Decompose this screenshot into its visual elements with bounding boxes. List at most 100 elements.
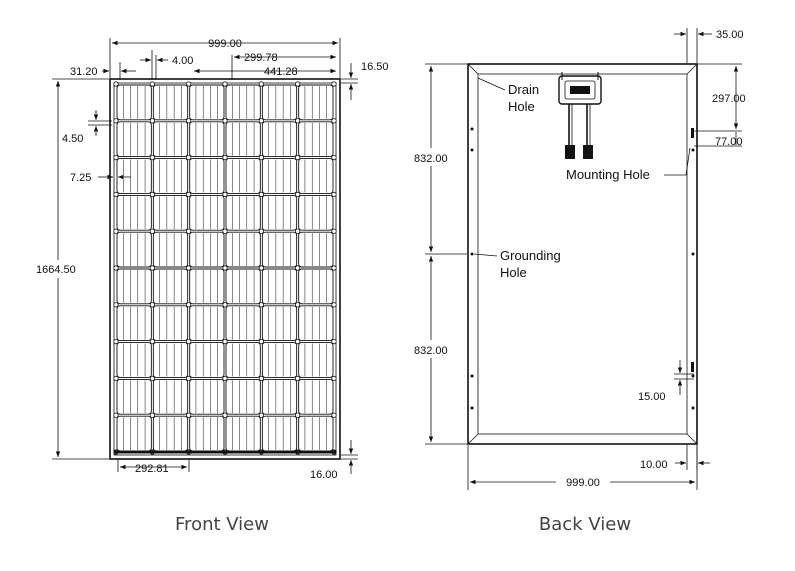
dim-35: 35.00 bbox=[716, 29, 744, 41]
solar-cell bbox=[116, 158, 152, 194]
solar-cell bbox=[298, 231, 334, 268]
solar-cell bbox=[189, 158, 225, 194]
cell-corner-node bbox=[149, 228, 155, 234]
label-drain-hole-1: Drain bbox=[508, 82, 539, 97]
solar-cell bbox=[116, 121, 152, 158]
cell-corner-node bbox=[331, 228, 337, 234]
frame-corner bbox=[686, 63, 698, 75]
front-frame-outer bbox=[109, 78, 341, 460]
cell-corner-node bbox=[258, 265, 264, 271]
solar-cell bbox=[152, 158, 189, 194]
cell-corner-node bbox=[258, 118, 264, 124]
solar-cell bbox=[225, 194, 261, 231]
cell-corner-node bbox=[258, 375, 264, 381]
cell-corner-node bbox=[222, 228, 228, 234]
cell-corner-node bbox=[295, 302, 301, 308]
back-view-caption: Back View bbox=[539, 514, 631, 535]
solar-cell bbox=[225, 342, 261, 378]
cell-corner-node bbox=[113, 155, 119, 161]
cell-corner-node bbox=[113, 302, 119, 308]
solar-cell bbox=[116, 415, 152, 452]
dim-832-upper: 832.00 bbox=[414, 153, 448, 165]
solar-cell bbox=[152, 84, 189, 121]
dim-31: 31.20 bbox=[70, 66, 98, 78]
solar-cell bbox=[152, 231, 189, 268]
cell-corner-node bbox=[113, 412, 119, 418]
cell-corner-node bbox=[186, 302, 192, 308]
frame-corner bbox=[467, 63, 479, 75]
solar-cell bbox=[225, 158, 261, 194]
cell-corner-node bbox=[295, 118, 301, 124]
dim-back-width: 999.00 bbox=[566, 477, 600, 489]
cell-corner-node bbox=[295, 265, 301, 271]
solar-cell bbox=[189, 305, 225, 342]
frame-corner bbox=[467, 433, 479, 445]
cell-corner-node bbox=[331, 191, 337, 197]
dim-297: 297.00 bbox=[712, 93, 746, 105]
cell-corner-node bbox=[186, 412, 192, 418]
solar-cell bbox=[261, 231, 298, 268]
cell-corner-node bbox=[186, 265, 192, 271]
cell-corner-node bbox=[186, 118, 192, 124]
cell-corner-node bbox=[186, 191, 192, 197]
cell-corner-node bbox=[258, 155, 264, 161]
solar-cell bbox=[116, 305, 152, 342]
label-mounting-hole: Mounting Hole bbox=[566, 167, 650, 182]
solar-cell bbox=[261, 305, 298, 342]
solar-cell bbox=[261, 158, 298, 194]
solar-cell bbox=[225, 378, 261, 415]
dim-292: 292.81 bbox=[135, 463, 169, 475]
solar-cell bbox=[261, 194, 298, 231]
solar-cell bbox=[152, 378, 189, 415]
solar-cell bbox=[298, 121, 334, 158]
dim-gap-4: 4.00 bbox=[172, 55, 193, 67]
cell-corner-node bbox=[149, 302, 155, 308]
leader-drain bbox=[477, 77, 506, 91]
solar-cell bbox=[152, 194, 189, 231]
frame-corner bbox=[686, 433, 698, 445]
cell-corner-node bbox=[113, 228, 119, 234]
cell-corner-node bbox=[222, 338, 228, 345]
dim-832-lower: 832.00 bbox=[414, 345, 448, 357]
solar-cell bbox=[225, 84, 261, 121]
leader-grounding bbox=[473, 253, 498, 257]
cell-corner-node bbox=[295, 375, 301, 381]
solar-cell bbox=[189, 268, 225, 305]
cell-corner-node bbox=[149, 338, 155, 345]
solar-cell bbox=[152, 305, 189, 342]
solar-cell bbox=[189, 378, 225, 415]
cell-corner-node bbox=[331, 155, 337, 161]
cell-corner-node bbox=[258, 81, 264, 87]
back-frame-outer bbox=[467, 63, 698, 445]
cell-corner-node bbox=[258, 412, 264, 418]
dim-4-50: 4.50 bbox=[62, 133, 83, 145]
solar-cell bbox=[152, 415, 189, 452]
cell-corner-node bbox=[149, 118, 155, 124]
solar-cell bbox=[298, 158, 334, 194]
cell-corner-node bbox=[222, 375, 228, 381]
back-view: Drain Hole Mounting Hole Grounding Hole … bbox=[414, 28, 746, 535]
cell-corner-node bbox=[295, 81, 301, 87]
solar-cell bbox=[189, 84, 225, 121]
solar-cell bbox=[116, 342, 152, 378]
cell-corner-node bbox=[331, 375, 337, 381]
cell-corner-node bbox=[186, 338, 192, 345]
cell-corner-node bbox=[222, 155, 228, 161]
solar-cell bbox=[261, 378, 298, 415]
solar-cell bbox=[261, 342, 298, 378]
cell-corner-node bbox=[113, 375, 119, 381]
cell-corner-node bbox=[113, 191, 119, 197]
cell-corner-node bbox=[331, 412, 337, 418]
solar-cell bbox=[116, 378, 152, 415]
cell-corner-node bbox=[222, 81, 228, 87]
cell-corner-node bbox=[258, 302, 264, 308]
solar-cell bbox=[152, 268, 189, 305]
dim-77: 77.00 bbox=[715, 136, 743, 148]
dim-16: 16.00 bbox=[310, 469, 338, 481]
solar-cell bbox=[189, 415, 225, 452]
label-grounding-hole-2: Hole bbox=[500, 265, 527, 280]
frame-holes bbox=[470, 127, 695, 410]
dim-15: 15.00 bbox=[638, 391, 666, 403]
